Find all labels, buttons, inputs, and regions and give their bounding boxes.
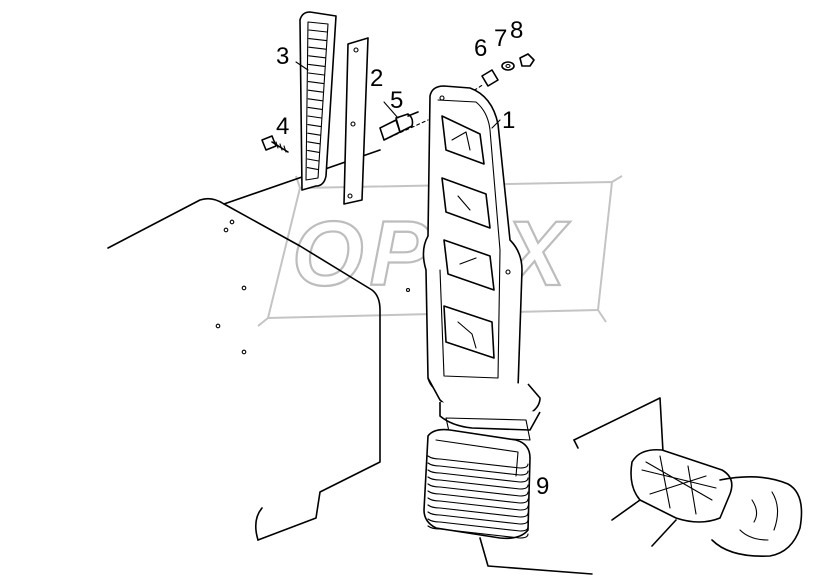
part-9-bellows xyxy=(423,428,593,575)
callout-7: 7 xyxy=(494,25,507,52)
callout-4: 4 xyxy=(276,113,289,140)
callout-5: 5 xyxy=(390,87,403,114)
part-3-grille xyxy=(299,11,337,191)
intake-housing xyxy=(573,397,803,557)
callout-3: 3 xyxy=(276,43,289,70)
callout-9: 9 xyxy=(536,473,549,500)
callout-8: 8 xyxy=(510,17,523,44)
part-4-bolt xyxy=(261,135,289,153)
part-1-duct xyxy=(422,85,541,441)
callouts: 1 2 3 4 5 6 7 8 9 xyxy=(276,17,549,500)
part-5-fitting xyxy=(379,111,429,141)
part-2-plate xyxy=(343,37,369,205)
leader-lines xyxy=(295,61,501,129)
callout-6: 6 xyxy=(474,35,487,62)
callout-1: 1 xyxy=(502,107,515,134)
callout-2: 2 xyxy=(370,65,383,92)
